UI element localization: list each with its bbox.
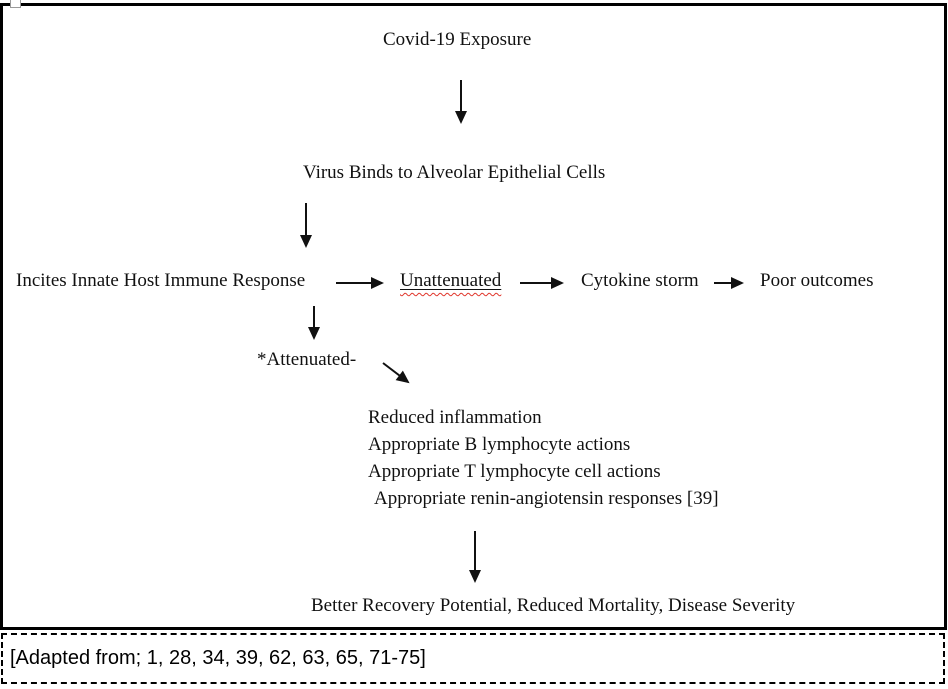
caption-box: [Adapted from; 1, 28, 34, 39, 62, 63, 65… bbox=[1, 633, 945, 684]
adapted-from-caption: [Adapted from; 1, 28, 34, 39, 62, 63, 65… bbox=[10, 647, 426, 669]
outcome-t-lymphocyte: Appropriate T lymphocyte cell actions bbox=[368, 461, 661, 482]
attenuated-outcome-list: Reduced inflammation Appropriate B lymph… bbox=[368, 404, 719, 512]
node-cytokine-storm: Cytokine storm bbox=[581, 270, 699, 291]
node-poor-outcomes: Poor outcomes bbox=[760, 270, 874, 291]
outcome-b-lymphocyte: Appropriate B lymphocyte actions bbox=[368, 434, 631, 455]
node-covid-exposure: Covid-19 Exposure bbox=[383, 29, 532, 50]
object-anchor-handle-icon[interactable] bbox=[10, 0, 21, 8]
flowchart-frame bbox=[0, 3, 947, 630]
node-attenuated: *Attenuated- bbox=[257, 349, 357, 370]
node-incites-immune-response: Incites Innate Host Immune Response bbox=[16, 270, 306, 291]
outcome-renin-angiotensin: Appropriate renin-angiotensin responses … bbox=[374, 488, 719, 509]
node-unattenuated: Unattenuated bbox=[400, 269, 501, 292]
unattenuated-label: Unattenuated bbox=[400, 270, 502, 291]
node-better-recovery: Better Recovery Potential, Reduced Morta… bbox=[311, 595, 796, 616]
node-virus-binds: Virus Binds to Alveolar Epithelial Cells bbox=[303, 162, 606, 183]
outcome-reduced-inflammation: Reduced inflammation bbox=[368, 407, 542, 428]
